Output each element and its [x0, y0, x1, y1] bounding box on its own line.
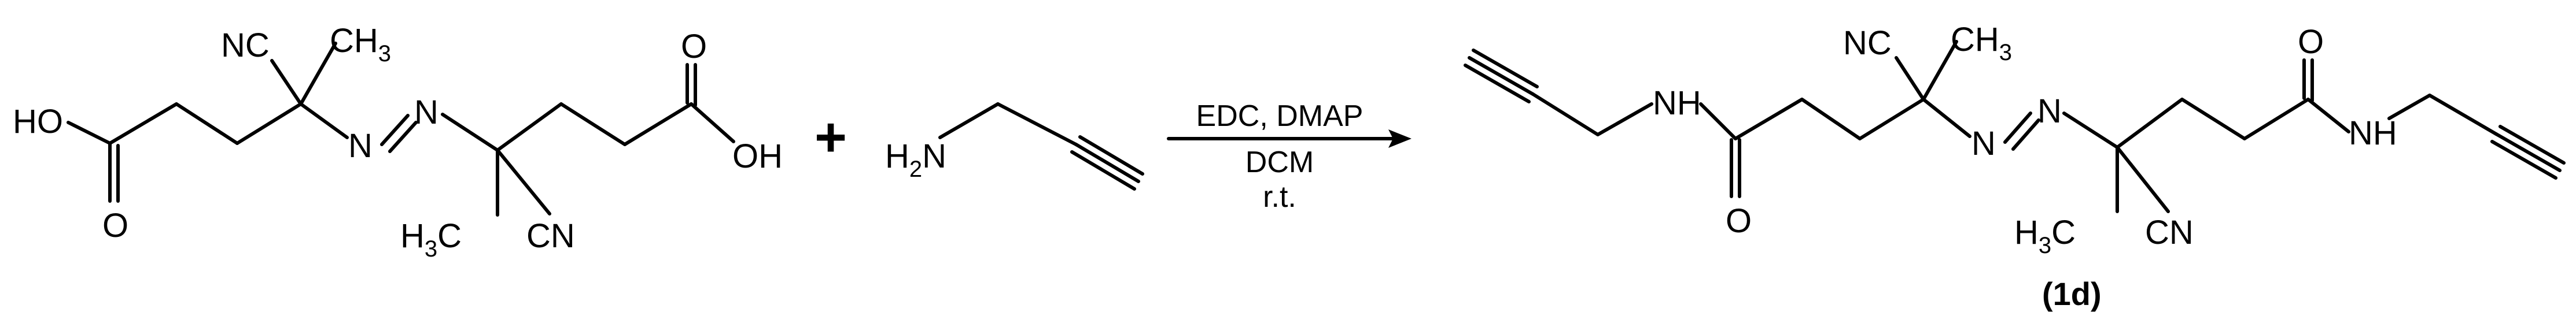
bond: [938, 102, 1000, 139]
bond: [2116, 98, 2184, 149]
triple-bond: [1472, 49, 1539, 88]
nitrile-label: NC: [1843, 24, 1892, 62]
bond: [1596, 102, 1653, 136]
amide-nh-label: NH: [1653, 84, 1701, 122]
carbonyl-oxygen-label: O: [102, 207, 128, 244]
bond: [2180, 98, 2246, 140]
triple-bond: [1078, 135, 1144, 176]
bond: [1734, 98, 1804, 140]
triple-bond: [1464, 64, 1531, 103]
bond: [67, 121, 112, 145]
methyl-label: CH3: [330, 22, 391, 66]
reagents-label: EDC, DMAP: [1196, 99, 1363, 133]
bond: [623, 102, 693, 146]
bond: [2062, 111, 2119, 149]
nitrile-label: NC: [221, 27, 270, 64]
solvent-label: DCM: [1245, 146, 1314, 179]
bond: [2428, 94, 2498, 136]
reactant-propargylamine: H2N: [885, 102, 1144, 191]
bond: [2011, 118, 2040, 151]
triple-bond: [1074, 143, 1140, 183]
amide-nh-label: NH: [2349, 114, 2397, 152]
bond: [299, 42, 337, 106]
bond: [1800, 98, 1862, 140]
azo-nitrogen-label: N: [348, 127, 373, 165]
azo-nitrogen-label: N: [1971, 125, 1996, 162]
triple-bond: [2494, 132, 2562, 172]
bond: [299, 102, 349, 139]
bond: [559, 102, 627, 146]
bond: [1699, 102, 1737, 140]
bond: [388, 121, 418, 153]
triple-bond: [2490, 140, 2557, 180]
nitrile-label: CN: [2145, 214, 2194, 251]
bond: [496, 148, 551, 215]
bond: [2243, 98, 2310, 140]
triple-bond: [1070, 150, 1136, 191]
methyl-label: H3C: [400, 217, 462, 262]
bond: [690, 102, 735, 143]
product-1d: NH O NC CH3 N N H3C CN O NH (1d): [1464, 21, 2566, 312]
nitrile-label: CN: [526, 217, 575, 255]
compound-id: (1d): [2042, 276, 2102, 312]
triple-bond: [1468, 56, 1535, 96]
hydroxyl-label: HO: [13, 103, 63, 140]
bond: [2003, 111, 2032, 144]
triple-bond: [2498, 125, 2566, 165]
bond: [1895, 56, 1925, 101]
bond: [996, 102, 1078, 146]
plus-sign: +: [815, 106, 847, 168]
bond: [270, 59, 303, 106]
bond: [1922, 98, 1971, 138]
azo-nitrogen-label: N: [414, 94, 438, 131]
bond: [108, 102, 178, 145]
bond: [2387, 94, 2431, 120]
methyl-label: CH3: [1951, 21, 2012, 65]
reaction-arrow: EDC, DMAP DCM r.t.: [1167, 99, 1412, 214]
carbonyl-oxygen-label: O: [2298, 23, 2324, 61]
bond: [175, 102, 239, 145]
bond: [235, 102, 303, 145]
reactant-azo-diacid: HO O NC CH3 N N H3C CN O OH: [13, 22, 783, 262]
bond: [380, 114, 410, 146]
hydroxyl-label: OH: [732, 137, 783, 175]
arrow-head: [1388, 129, 1412, 148]
bond: [441, 113, 499, 152]
bond: [496, 102, 563, 152]
methyl-label: H3C: [2014, 214, 2076, 258]
bond: [2306, 98, 2350, 133]
temperature-label: r.t.: [1263, 180, 1296, 214]
bond: [2116, 146, 2170, 213]
bond: [1531, 92, 1600, 136]
bond: [1922, 40, 1958, 101]
amine-label: H2N: [885, 137, 946, 182]
azo-nitrogen-label: N: [2037, 92, 2062, 130]
carbonyl-oxygen-label: O: [681, 28, 707, 65]
carbonyl-oxygen-label: O: [1726, 202, 1752, 240]
bond: [1858, 98, 1925, 140]
